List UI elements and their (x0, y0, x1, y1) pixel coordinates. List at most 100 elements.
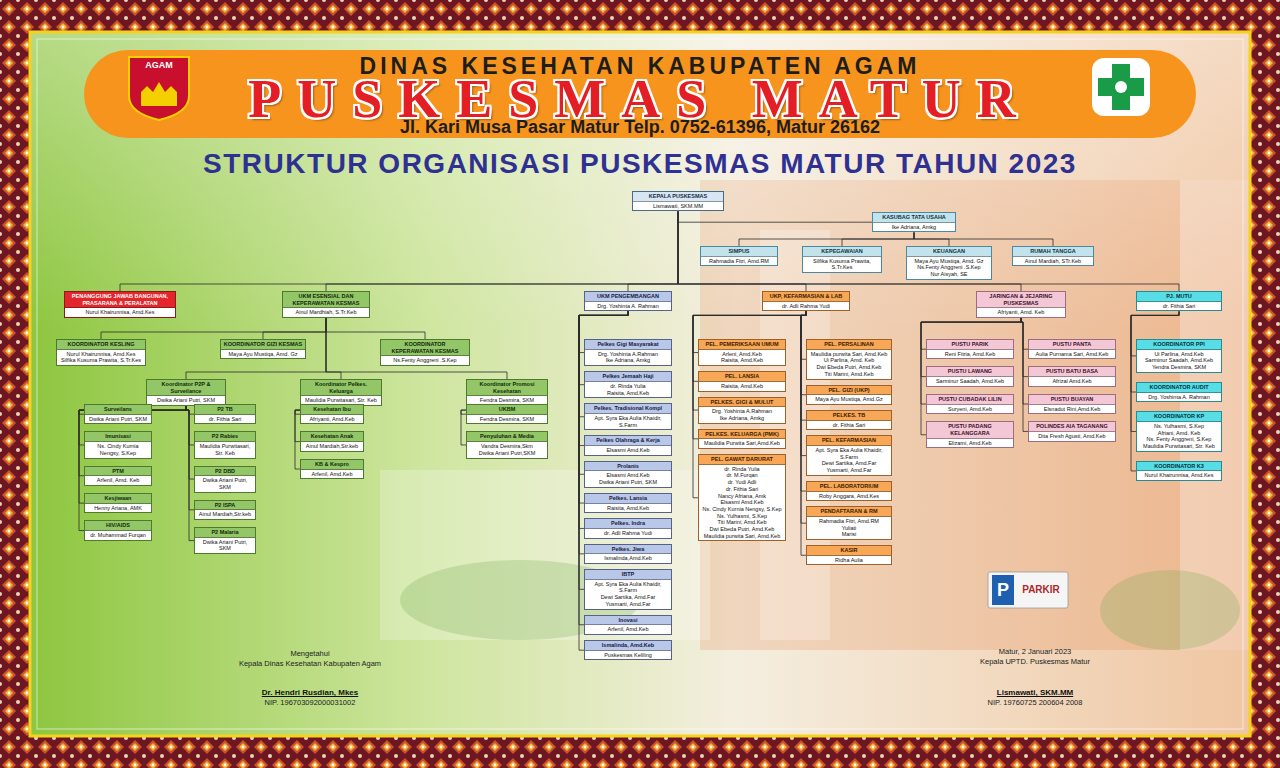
staff-name: Ridha Aulia (807, 557, 891, 564)
staff-name: Lismawati, SKM.MM (633, 203, 723, 210)
staff-name: Dwika Ariani Putri,SKM (467, 450, 547, 457)
staff-name: Arleni, Amd.Keb (699, 351, 785, 358)
staff-name: dr. Fithia Sari (1137, 303, 1221, 310)
org-connector (739, 232, 914, 246)
staff-name: Ike Adriana, Amkg (585, 357, 671, 364)
org-connector (186, 318, 326, 379)
org-box: PTMArfenil, Amd. Keb (84, 466, 152, 486)
org-connector (186, 406, 194, 445)
staff-name: Elizami, Amd.Keb (927, 440, 1013, 447)
box-heading: Pelkes Gigi Masyarakat (585, 340, 671, 350)
org-connector (693, 311, 806, 352)
org-box: P2 DBDDwika Ariani Putri, SKM (194, 466, 256, 493)
box-heading: P2 ISPA (195, 501, 255, 511)
org-box: UKM ESENSIAL DAN KEPERAWATAN KESMASAinul… (282, 291, 370, 318)
background-fade (30, 32, 1250, 332)
box-heading: HIV/AIDS (85, 521, 151, 531)
staff-name: Afriyanti, Amd.Keb (301, 416, 363, 423)
box-heading: Koordinator Promosi Kesehatan (467, 380, 547, 396)
org-connector (186, 406, 194, 479)
org-connector (326, 211, 678, 291)
box-heading: Pelkes Jemaah Haji (585, 372, 671, 382)
box-heading: UKBM (467, 405, 547, 415)
box-heading: PUSTU LAWANG (927, 367, 1013, 377)
box-heading: Surveilans (85, 405, 151, 415)
box-heading: PEL. KEFARMASIAN (807, 436, 891, 446)
staff-name: Maya Ayu Mustiqa, Amd.Gz (807, 396, 891, 403)
org-box: PUSTU PARIKReni Fitria, Amd.Keb (926, 339, 1014, 359)
staff-name: Maya Ayu Mustiqa, Amd. Gz (221, 351, 305, 358)
org-box: KOORDINATOR PPIUi Parlina, Amd.KebSarmin… (1136, 339, 1222, 373)
org-box: Koordinator P2P & SurveilanceDwika Arian… (146, 379, 226, 406)
org-connector (914, 232, 1053, 246)
parking-symbol (992, 575, 1014, 605)
staff-name: Dwika Ariani Putri, SKM (195, 477, 255, 490)
staff-name: Apt. Syra Eka Aulia Khaidir, S.Farm (807, 447, 891, 460)
staff-name: Dewi Sartika, Amd.Far (807, 460, 891, 467)
org-box: JARINGAN & JEJARING PUSKESMASAfriyanti, … (976, 291, 1066, 318)
org-box: PUSTU BUAYANElsnadut Rini,Amd.Keb (1028, 394, 1116, 414)
org-box: Pelkes. LansiaRaisita, Amd.Keb (584, 493, 672, 513)
staff-name: dr. Adli Rahma Yudi (763, 303, 849, 310)
staff-name: Maulidia purwita Sari, Amd.Keb (807, 351, 891, 358)
org-box: P2 ISPAAinul Mardiah,Str.keb (194, 500, 256, 520)
address-text: Jl. Kari Musa Pasar Matur Telp. 0752-613… (190, 117, 1090, 138)
org-box: KEUANGANMaya Ayu Mustiqa, Amd. GzNs.Fent… (906, 246, 992, 280)
background-panel (30, 32, 1250, 736)
org-box: PELKES. GIGI & MULUTDrg. Yoshinta A.Rahm… (698, 397, 786, 424)
staff-name: Elsasmi Amd.Keb (585, 447, 671, 454)
staff-name: Ainul Mardhiah, S.Tr.Keb (283, 309, 369, 316)
org-box: KOORDINATOR K3Nurul Khairunnisa, Amd.Kes (1136, 461, 1222, 481)
org-connector (120, 211, 678, 291)
org-connector (101, 318, 326, 339)
org-box: SIMPUSRahmadia Fitri, Amd.RM (700, 246, 778, 266)
signatory-name: Lismawati, SKM.MM (915, 688, 1155, 697)
parking-text: PARKIR (1015, 584, 1067, 596)
staff-name: Suryeni, Amd.Keb (927, 406, 1013, 413)
staff-name: Henny Ariana, AMK (85, 505, 151, 512)
org-box: PELKES. TBdr. Fithia Sari (806, 410, 892, 430)
box-heading: Pelkes Olahraga & Kerja (585, 436, 671, 446)
staff-name: dr. Adli Rahma Yudi (585, 530, 671, 537)
org-box: PEL. GAWAT DARURATdr. Rinda Yuliadr. M.F… (698, 454, 786, 541)
box-heading: Pelkes. Indra (585, 519, 671, 529)
staff-name: dr. Fithia Sari (195, 416, 255, 423)
box-heading: KOORDINATOR KP (1137, 412, 1221, 422)
box-heading: UKP, KEFARMASIAN & LAB (763, 292, 849, 302)
box-heading: PELKES. TB (807, 411, 891, 421)
staff-name: Nurul Khairunnisa, Amd.Kes (57, 351, 145, 358)
org-box: SurveilansDwika Ariani Putri, SKM (84, 404, 152, 424)
org-box: PEL. PERSALINANMaulidia purwita Sari, Am… (806, 339, 892, 380)
parking-letter: P (992, 580, 1014, 601)
box-heading: SIMPUS (701, 247, 777, 257)
box-heading: PEL. PEMERIKSAAN UMUM (699, 340, 785, 350)
org-box: Kesehatan AnakAinul Mardiah,Str.keb (300, 431, 364, 451)
box-heading: KOORDINATOR K3 (1137, 462, 1221, 472)
box-heading: P2 TB (195, 405, 255, 415)
staff-name: Apt. Syra Eka Aulia Khaidir, S.Farm (585, 415, 671, 428)
org-box: KOORDINATOR KEPERAWATAN KESMASNs.Fenty A… (380, 339, 470, 366)
staff-name: Sarminur Saadah, Amd.Keb (927, 378, 1013, 385)
org-box: ImunisasiNs. Cindy Kurnia Nengsy, S.Kep (84, 431, 152, 458)
org-box: Pelkes. Tradisional KomplApt. Syra Eka A… (584, 403, 672, 430)
org-box: POLINDES AIA TAGANANGDita Fresh Agusti, … (1028, 421, 1116, 441)
org-box: PEL. LABORATORIUMRoby Anggara, Amd.Kes (806, 481, 892, 501)
staff-name: Elsnadut Rini,Amd.Keb (1029, 406, 1115, 413)
org-box: Pelkes Olahraga & KerjaElsasmi Amd.Keb (584, 435, 672, 455)
box-heading: Kesjiwaan (85, 494, 151, 504)
health-cross (1098, 64, 1144, 110)
org-box: Pelkes. Indradr. Adli Rahma Yudi (584, 518, 672, 538)
box-heading: PUSTU PANTA (1029, 340, 1115, 350)
org-box: Koordinator Promosi KesehatanFendra Desm… (466, 379, 548, 406)
border-line (30, 32, 1250, 736)
staff-name: Dwika Ariani Putri, SKM (585, 479, 671, 486)
staff-name: Roby Anggara, Amd.Kes (807, 493, 891, 500)
box-heading: Kesehatan Ibu (301, 405, 363, 415)
staff-name: Titi Marini, Amd.Keb (699, 519, 785, 526)
org-connector (842, 232, 914, 246)
staff-name: Arfenil, Amd. Keb (85, 477, 151, 484)
staff-name: Puskesmas Keliling (585, 652, 671, 659)
box-heading: PTM (85, 467, 151, 477)
box-heading: KEUANGAN (907, 247, 991, 257)
staff-name: dr. M.Furqan (699, 472, 785, 479)
